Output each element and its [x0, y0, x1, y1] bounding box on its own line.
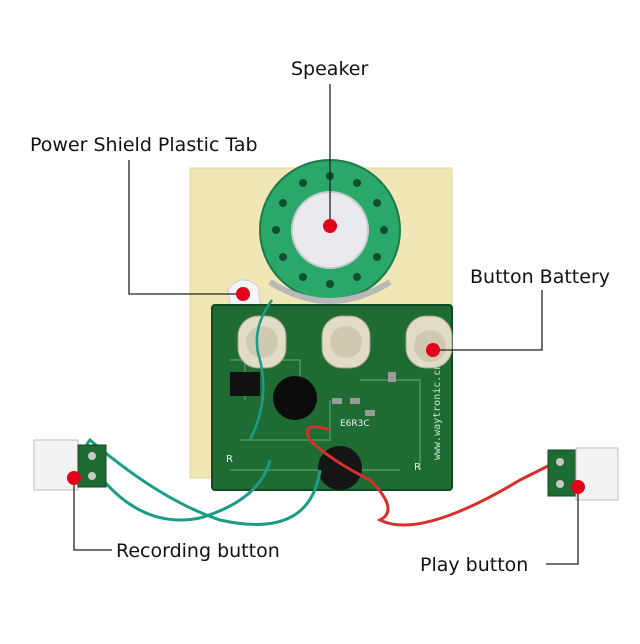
pcb-website-text: www.waytronic.cn: [432, 364, 443, 460]
marker-power-tab: [236, 287, 250, 301]
marker-recording: [67, 471, 81, 485]
pcb-right-r: R: [414, 462, 421, 473]
play-button-module: [547, 447, 619, 501]
battery-holder-1: [237, 315, 287, 369]
label-recording-button: Recording button: [116, 540, 280, 562]
label-power-tab: Power Shield Plastic Tab: [30, 134, 258, 156]
label-button-battery: Button Battery: [470, 266, 611, 288]
leader-recording: [73, 478, 112, 551]
marker-speaker: [323, 219, 337, 233]
leader-battery: [433, 290, 543, 351]
leader-lines: [73, 84, 579, 565]
ic-chip: [230, 372, 260, 396]
marker-play: [571, 480, 585, 494]
chip-blob: [273, 376, 317, 420]
pcb-chip-code: E6R3C: [340, 419, 370, 429]
leader-power-tab: [128, 160, 243, 295]
leader-play: [546, 487, 579, 565]
smd-components: [332, 372, 396, 416]
marker-battery: [426, 343, 440, 357]
markers: [67, 219, 585, 494]
recording-button-module: [33, 439, 107, 491]
battery-holder-3: [405, 315, 453, 369]
red-wire: [306, 425, 561, 527]
label-play-button: Play button: [420, 554, 529, 576]
battery-holder-2: [321, 315, 371, 369]
pcb-left-r: R: [226, 454, 233, 465]
speaker-vent-holes: [272, 172, 388, 288]
label-speaker: Speaker: [291, 58, 369, 80]
teal-wire-speaker: [248, 299, 274, 441]
